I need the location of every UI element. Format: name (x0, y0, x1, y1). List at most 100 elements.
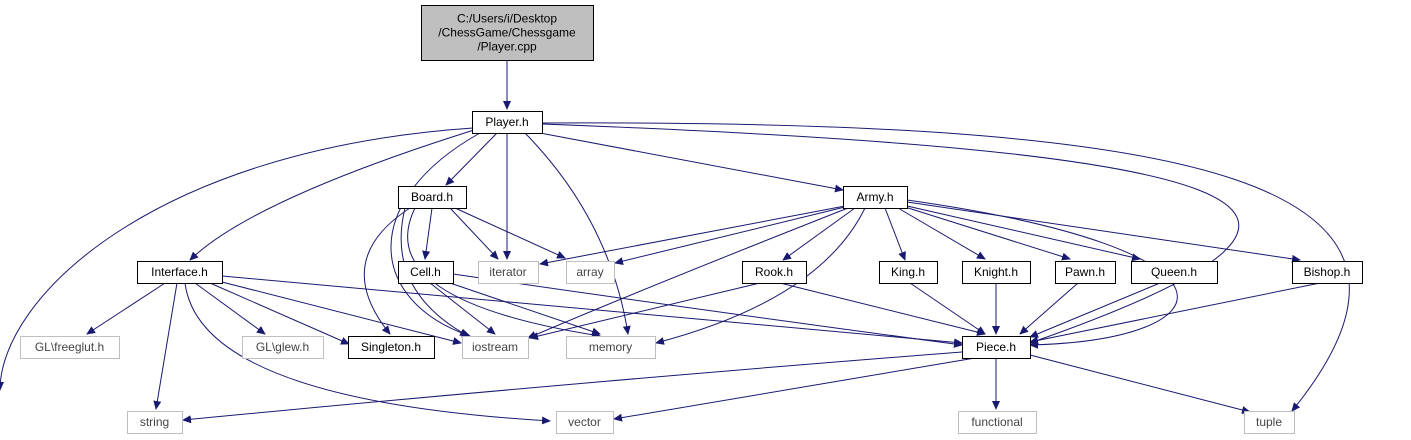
node-player[interactable]: Player.h (472, 111, 543, 134)
node-label-king: King.h (891, 265, 925, 279)
node-box-bishop (1292, 261, 1363, 284)
node-box-freeglut (20, 336, 120, 359)
node-label-board: Board.h (411, 190, 453, 204)
node-box-root (421, 5, 594, 61)
node-label-bishop: Bishop.h (1304, 265, 1351, 279)
edge-army-memory (655, 207, 866, 345)
node-box-interface (137, 261, 223, 284)
node-singleton[interactable]: Singleton.h (348, 336, 435, 359)
node-queen[interactable]: Queen.h (1131, 261, 1218, 284)
edge-player-tuple (541, 122, 1350, 412)
node-label-root: /Player.cpp (477, 40, 537, 54)
node-knight[interactable]: Knight.h (962, 261, 1031, 284)
node-bishop[interactable]: Bishop.h (1292, 261, 1363, 284)
edge-board-cell (422, 207, 433, 260)
node-box-board (398, 186, 467, 209)
node-king[interactable]: King.h (879, 261, 938, 284)
node-box-tuple (1244, 411, 1295, 434)
edge-piece-string (182, 351, 963, 424)
edge-interface-vector (184, 282, 551, 425)
node-label-freeglut: GL\freeglut.h (35, 340, 104, 354)
edge-interface-freeglut (86, 282, 166, 335)
edge-king-piece (909, 282, 986, 335)
node-cell[interactable]: Cell.h (398, 261, 454, 284)
node-box-iterator (478, 261, 539, 284)
node-label-array: array (576, 265, 603, 279)
node-box-knight (962, 261, 1031, 284)
node-memory: memory (566, 336, 656, 359)
node-pawn[interactable]: Pawn.h (1055, 261, 1116, 284)
node-box-cell (398, 261, 454, 284)
node-label-knight: Knight.h (974, 265, 1018, 279)
edge-army-king (884, 207, 906, 261)
edge-cell-memory (449, 282, 601, 336)
node-box-king (879, 261, 938, 284)
node-label-rook: Rook.h (755, 265, 793, 279)
node-label-interface: Interface.h (151, 265, 208, 279)
node-label-cell: Cell.h (410, 265, 441, 279)
edge-army-piece (906, 199, 1178, 349)
edge-piece-tuple (1029, 354, 1251, 414)
node-label-functional: functional (971, 415, 1022, 429)
node-interface[interactable]: Interface.h (137, 261, 223, 284)
node-label-player: Player.h (485, 115, 528, 129)
node-freeglut: GL\freeglut.h (20, 336, 120, 359)
node-box-array (566, 261, 615, 284)
edge-player-memory (524, 132, 631, 335)
edge-board-singleton (363, 207, 411, 335)
nodes-layer: C:/Users/i/Desktop/ChessGame/Chessgame/P… (20, 5, 1363, 434)
edge-interface-glew (194, 282, 266, 335)
node-label-glew: GL\glew.h (256, 340, 309, 354)
node-box-piece (962, 336, 1031, 359)
node-box-iostream (462, 336, 529, 359)
edge-cell-iostream (429, 282, 496, 335)
node-label-vector: vector (568, 415, 601, 429)
edge-player-piece (541, 123, 1240, 345)
node-board[interactable]: Board.h (398, 186, 467, 209)
node-label-queen: Queen.h (1151, 265, 1197, 279)
node-box-queen (1131, 261, 1218, 284)
node-box-vector (556, 411, 614, 434)
node-root[interactable]: C:/Users/i/Desktop/ChessGame/Chessgame/P… (421, 5, 594, 61)
edge-piece-vector (613, 357, 976, 422)
edge-board-memory (407, 207, 601, 339)
edge-player-interface (189, 129, 475, 261)
edge-rook-piece (779, 282, 986, 336)
node-tuple: tuple (1244, 411, 1295, 434)
edge-queen-piece (1029, 282, 1161, 338)
node-label-army: Army.h (856, 190, 893, 204)
node-piece[interactable]: Piece.h (962, 336, 1031, 359)
edge-army-queen (906, 205, 1141, 262)
node-rook[interactable]: Rook.h (742, 261, 807, 284)
node-functional: functional (958, 411, 1037, 434)
edge-player-string (0, 127, 474, 391)
edge-army-array (614, 206, 846, 265)
edge-army-pawn (904, 206, 1071, 261)
node-label-memory: memory (589, 340, 632, 354)
node-glew: GL\glew.h (242, 336, 324, 359)
node-label-pawn: Pawn.h (1065, 265, 1105, 279)
edge-rook-iostream (529, 282, 761, 341)
node-box-rook (742, 261, 807, 284)
edge-interface-string (153, 282, 178, 410)
edge-player-board (445, 132, 498, 186)
edge-interface-piece (221, 275, 963, 347)
node-label-root: /ChessGame/Chessgame (438, 26, 576, 40)
node-box-singleton (348, 336, 435, 359)
node-box-player (472, 111, 543, 134)
node-iostream: iostream (462, 336, 529, 359)
edge-board-array (454, 207, 566, 259)
edges-layer (0, 60, 1350, 425)
node-array: array (566, 261, 615, 284)
node-box-string (127, 411, 183, 434)
node-army[interactable]: Army.h (843, 186, 908, 209)
edge-bishop-piece (1029, 282, 1321, 345)
edge-player-iostream (390, 132, 481, 338)
node-string: string (127, 411, 183, 434)
node-vector: vector (556, 411, 614, 434)
edge-army-knight (897, 207, 986, 260)
node-label-piece: Piece.h (976, 340, 1016, 354)
node-box-army (843, 186, 908, 209)
node-label-tuple: tuple (1256, 415, 1282, 429)
node-box-glew (242, 336, 324, 359)
